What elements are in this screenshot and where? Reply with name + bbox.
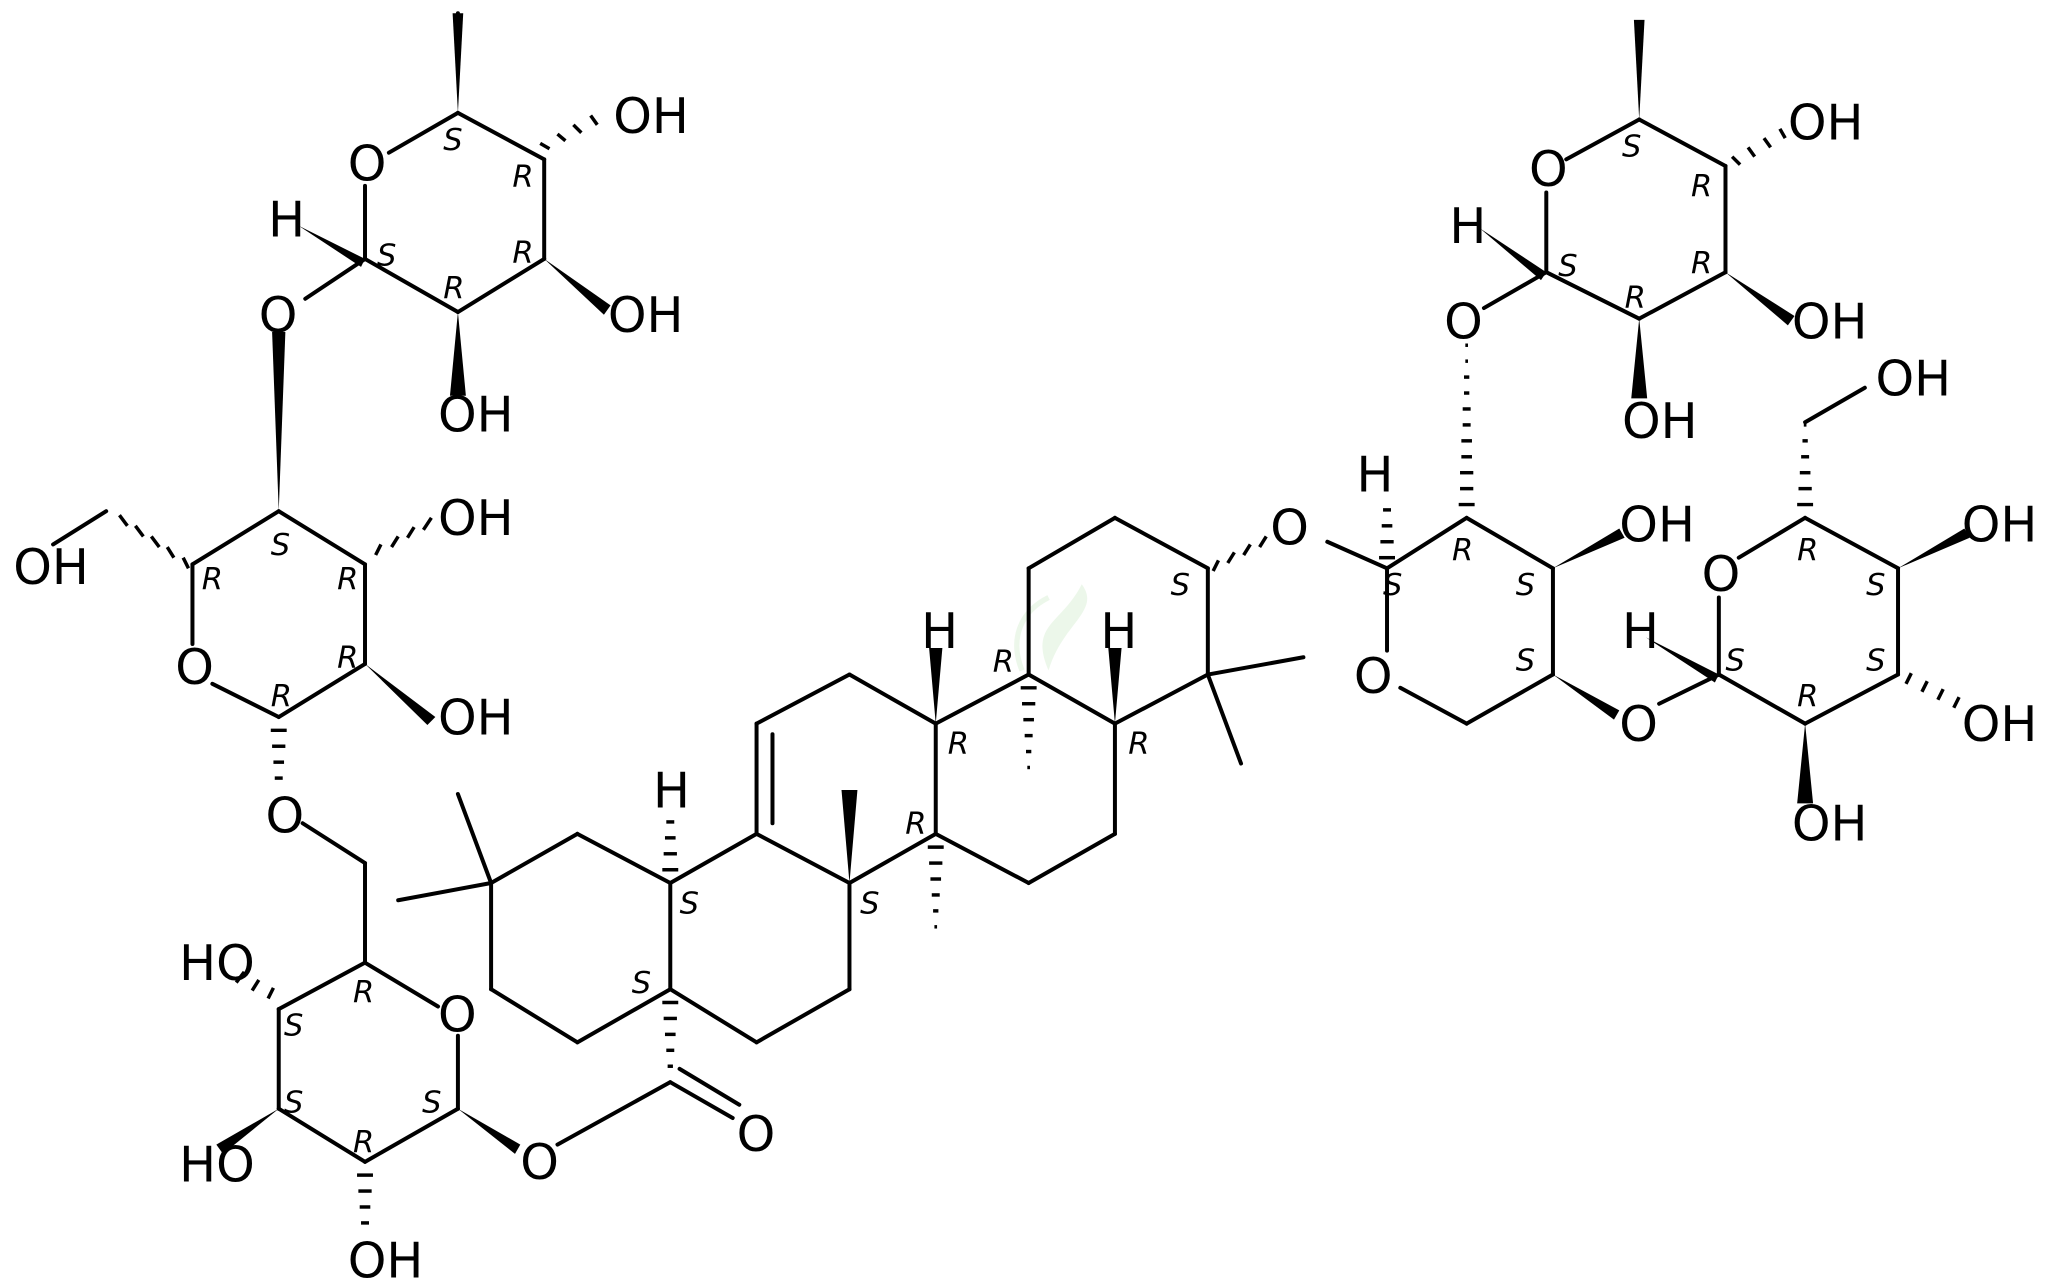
leaf-watermark-icon	[1014, 584, 1088, 672]
atom-label-oh: OH	[438, 386, 514, 444]
stereo-label-r: R	[1797, 533, 1818, 568]
atom-label-oh: OH	[608, 286, 684, 344]
stereo-label-r: R	[337, 641, 358, 676]
stereo-label-s: S	[1171, 568, 1190, 603]
stereo-label-r: R	[353, 975, 374, 1010]
atom-label-o: O	[520, 1133, 559, 1191]
atom-label-oh: OH	[13, 538, 89, 596]
stereo-label-s: S	[377, 239, 396, 274]
atom-label-o: O	[175, 638, 214, 696]
stereo-label-r: R	[1691, 170, 1712, 205]
stereo-label-r: R	[1128, 727, 1149, 762]
atom-label-oh: OH	[1962, 695, 2038, 753]
stereo-label-r: R	[905, 807, 926, 842]
stereo-label-s: S	[860, 887, 879, 922]
atom-label-oh: OH	[348, 1231, 424, 1284]
atom-label-o: O	[259, 286, 298, 344]
stereo-label-s: S	[271, 528, 290, 563]
stereo-label-r: R	[1691, 247, 1712, 282]
stereo-label-s: S	[680, 887, 699, 922]
stereo-label-s: S	[284, 1086, 303, 1121]
stereo-label-r: R	[202, 563, 223, 598]
stereo-label-r: R	[512, 160, 533, 195]
atom-labels: OH O H O OH OH OH OH O OH O H HO O O O H…	[13, 87, 2037, 1284]
atom-label-oh: OH	[438, 489, 514, 547]
atom-label-o: O	[348, 135, 387, 193]
atom-label-h: H	[653, 761, 690, 819]
atom-label-oh: OH	[613, 87, 689, 145]
stereo-label-s: S	[1516, 644, 1535, 679]
stereo-labels: S R S R R S R R R R S R S S S S R S R R …	[202, 123, 1886, 1161]
atom-label-oh: OH	[1962, 496, 2038, 554]
atom-label-oh: OH	[1622, 392, 1698, 450]
atom-label-o: O	[1270, 498, 1309, 556]
stereo-label-s: S	[1383, 568, 1402, 603]
stereo-label-s: S	[1558, 249, 1577, 284]
atom-label-o: O	[438, 986, 477, 1044]
atom-label-o: O	[1444, 293, 1483, 351]
atom-label-oh: OH	[1875, 350, 1951, 408]
atom-label-h: H	[1356, 445, 1393, 503]
atom-label-o: O	[737, 1105, 776, 1163]
atom-label-o: O	[1354, 647, 1393, 705]
stereo-label-s: S	[284, 1009, 303, 1044]
atom-label-ho: HO	[179, 1136, 255, 1194]
stereo-label-r: R	[512, 236, 533, 271]
stereo-label-s: S	[632, 966, 651, 1001]
atom-label-ho: HO	[179, 934, 255, 992]
atom-label-o: O	[1619, 695, 1658, 753]
stereo-label-r: R	[271, 679, 292, 714]
atom-label-oh: OH	[1619, 496, 1695, 554]
atom-label-o: O	[1529, 140, 1568, 198]
stereo-label-r: R	[1452, 533, 1473, 568]
atom-label-h: H	[1100, 602, 1137, 660]
stereo-label-r: R	[1625, 281, 1646, 316]
stereo-label-s: S	[1866, 644, 1885, 679]
stereo-label-s: S	[1516, 568, 1535, 603]
stereo-label-s: S	[443, 123, 462, 158]
atom-label-oh: OH	[1792, 293, 1868, 351]
atom-label-h: H	[268, 190, 305, 248]
stereo-label-r: R	[1797, 679, 1818, 714]
stereo-label-s: S	[1866, 568, 1885, 603]
atom-label-h: H	[921, 602, 958, 660]
atom-label-o: O	[1702, 545, 1741, 603]
atom-label-o: O	[265, 787, 304, 845]
stereo-label-r: R	[353, 1126, 374, 1161]
stereo-label-s: S	[422, 1086, 441, 1121]
stereo-label-r: R	[443, 272, 464, 307]
bond-lines	[51, 11, 1901, 1164]
hashed-bonds	[118, 114, 1961, 1225]
stereo-label-s: S	[1622, 130, 1641, 165]
atom-label-oh: OH	[1788, 93, 1864, 151]
atom-label-oh: OH	[438, 688, 514, 746]
stereo-label-r: R	[337, 563, 358, 598]
atom-label-h: H	[1622, 602, 1659, 660]
atom-label-oh: OH	[1792, 794, 1868, 852]
stereo-label-s: S	[1725, 644, 1744, 679]
stereo-label-r: R	[993, 645, 1014, 680]
atom-label-h: H	[1449, 197, 1486, 255]
wedge-bonds	[216, 13, 1970, 1154]
stereo-label-r: R	[948, 727, 969, 762]
